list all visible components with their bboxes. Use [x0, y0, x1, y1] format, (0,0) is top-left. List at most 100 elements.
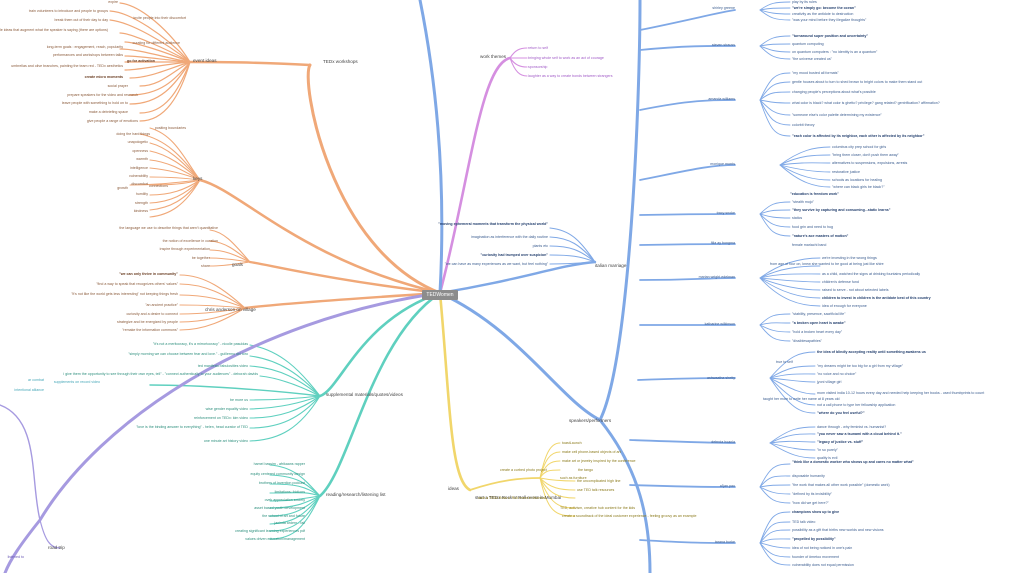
- mindmap-leaf[interactable]: start a TEDx Rock n' Roll event in Mumba…: [478, 496, 546, 500]
- speaker-note[interactable]: "where do you feel useful?": [817, 411, 865, 415]
- mindmap-leaf[interactable]: strategize and be energized by people: [117, 320, 178, 324]
- mindmap-leaf[interactable]: vulnerability: [129, 174, 148, 178]
- speaker-note[interactable]: "you never saw a tsunami with a cloud be…: [817, 432, 902, 436]
- speaker-note[interactable]: "was your mind before they illegalize th…: [792, 18, 867, 22]
- branch-road-trip[interactable]: road trip: [48, 545, 65, 550]
- mindmap-leaf[interactable]: be more us: [230, 398, 248, 402]
- speaker-note[interactable]: "where can black girls be black?": [832, 185, 885, 189]
- mindmap-leaf[interactable]: create a soundtrack of the ideal custome…: [562, 514, 697, 518]
- branch-supplemental[interactable]: supplemental materials/quotes/videos: [326, 392, 403, 397]
- mindmap-leaf[interactable]: fiila ay bongma: [710, 241, 735, 245]
- speaker-note[interactable]: "someone else's color palette determinin…: [792, 113, 882, 117]
- mindmap-leaf[interactable]: expire: [108, 0, 118, 4]
- mindmap-leaf[interactable]: connections: [148, 184, 168, 188]
- speaker-note[interactable]: "my mood busted all formats": [792, 71, 839, 75]
- mindmap-leaf[interactable]: invite people into their discomfort: [133, 16, 186, 20]
- speaker-note[interactable]: dance through - why feminist vs. humanis…: [817, 425, 887, 429]
- branch-speakers[interactable]: speakers/performers: [569, 418, 612, 423]
- mindmap-leaf[interactable]: curiosity and a desire to connect: [126, 312, 178, 316]
- mindmap-leaf[interactable]: supplements on record video: [53, 380, 100, 384]
- mindmap-leaf[interactable]: tarana burke: [714, 540, 735, 544]
- mindmap-leaf[interactable]: openness: [132, 149, 148, 153]
- mindmap-leaf[interactable]: umbrellas and olive branches, painting t…: [11, 64, 123, 68]
- mindmap-leaf[interactable]: wise gender equality video: [205, 407, 248, 411]
- branch-start-teds[interactable]: start a TEDx Rock n' Roll event in Mumba…: [475, 495, 562, 500]
- mindmap-leaf[interactable]: ashwaatha shetty: [707, 376, 735, 380]
- mindmap-leaf[interactable]: growth: [117, 186, 128, 190]
- speaker-note[interactable]: mom visited india 10-12 hours every day …: [817, 391, 985, 395]
- speaker-note[interactable]: gentle houses about to turn to shed brow…: [792, 80, 923, 84]
- mindmap-leaf[interactable]: discomfort: [131, 182, 148, 186]
- mindmap-leaf[interactable]: sponsorship: [528, 65, 548, 69]
- mindmap-leaf[interactable]: asset based youth development: [254, 506, 305, 510]
- mindmap-leaf[interactable]: ar combat: [28, 378, 44, 382]
- mindmap-leaf[interactable]: "moving ephemeral moments that transform…: [438, 222, 548, 226]
- speaker-note[interactable]: champions show up to give: [792, 510, 840, 514]
- speaker-note[interactable]: "think like a domestic worker who shows …: [792, 460, 914, 464]
- speaker-note[interactable]: creativity as the antidote to destructio…: [792, 12, 854, 16]
- speaker-note[interactable]: possibility as a gift that births new wo…: [792, 528, 884, 532]
- speaker-note[interactable]: jyoni village girl: [817, 380, 842, 384]
- speaker-note[interactable]: "they survive by capturing and consuming…: [792, 208, 891, 212]
- mindmap-leaf[interactable]: monique morris: [710, 162, 735, 166]
- mindmap-leaf[interactable]: create a curbed photo project: [500, 468, 547, 472]
- mindmap-leaf[interactable]: social prayer: [107, 84, 128, 88]
- mindmap-leaf[interactable]: brothers of invention podcast: [258, 481, 305, 485]
- mindmap-leaf[interactable]: kindness: [133, 209, 148, 213]
- speaker-note[interactable]: from age of four on, knew she wanted to …: [770, 262, 884, 266]
- speaker-note[interactable]: play by its rules: [792, 0, 817, 4]
- mindmap-leaf[interactable]: ovek appreciation society: [264, 498, 305, 502]
- mindmap-leaf[interactable]: the tango: [578, 468, 593, 472]
- mindmap-leaf[interactable]: "an ancient practice": [145, 303, 178, 307]
- mindmap-leaf[interactable]: the uncomplicated high line: [577, 479, 621, 483]
- mindmap-leaf[interactable]: share: [201, 264, 210, 268]
- speaker-note[interactable]: taught her mom to write her name at 8 ye…: [763, 397, 840, 401]
- mindmap-leaf[interactable]: humility: [135, 192, 148, 196]
- mindmap-leaf[interactable]: warmth: [136, 157, 148, 161]
- speaker-note[interactable]: TED talk video: [792, 520, 816, 524]
- speaker-note[interactable]: "we're simply go: become the ocean": [792, 6, 856, 10]
- speaker-note[interactable]: disposable humanity: [792, 474, 825, 478]
- speaker-note[interactable]: children to invest in children is the an…: [822, 296, 931, 300]
- branch-goals[interactable]: goals: [232, 262, 243, 267]
- mindmap-leaf[interactable]: "remake the information commons": [122, 328, 178, 332]
- mindmap-leaf[interactable]: create micro moments: [84, 75, 123, 79]
- speaker-note[interactable]: "how did we get here?": [792, 501, 829, 505]
- mindmap-leaf[interactable]: performances and workshops between talks: [52, 53, 123, 57]
- mindmap-leaf[interactable]: imagination as interference with the dai…: [471, 235, 548, 239]
- mindmap-leaf[interactable]: toastLaunch: [562, 441, 582, 445]
- speaker-note[interactable]: alternatives to suspensions, expulsions,…: [832, 161, 908, 165]
- speaker-note[interactable]: true to self: [776, 360, 793, 364]
- mindmap-leaf[interactable]: "curiosity had trumped over suspicion": [480, 253, 548, 257]
- mindmap-leaf[interactable]: positing boundaries: [154, 126, 186, 130]
- mindmap-leaf[interactable]: equity centered community design: [250, 472, 305, 476]
- mindmap-leaf[interactable]: break them out of their day to day: [54, 18, 108, 22]
- speaker-note[interactable]: vulnerability does not equal permission: [792, 563, 854, 567]
- mindmap-leaf[interactable]: marian wright edelman: [698, 275, 735, 279]
- mindmap-leaf[interactable]: jacinda ardern - fail: [274, 521, 305, 525]
- mindmap-leaf[interactable]: "we can only thrive in community": [119, 272, 178, 276]
- mindmap-leaf[interactable]: plants etc: [532, 244, 548, 248]
- mindmap-leaf[interactable]: unapologetic: [127, 140, 148, 144]
- speaker-note[interactable]: idea of enough for everyone: [822, 304, 867, 308]
- mindmap-leaf[interactable]: long-term goals : engagement, reach, pop…: [46, 45, 123, 49]
- mindmap-leaf[interactable]: listened to: [7, 555, 24, 559]
- root-node[interactable]: TEDWomen: [422, 290, 458, 300]
- mindmap-leaf[interactable]: the language we use to describe things t…: [119, 226, 218, 230]
- mindmap-leaf[interactable]: limitations: frictions: [274, 490, 305, 494]
- mindmap-leaf[interactable]: make cell phone-based objects of art: [562, 450, 621, 454]
- mindmap-leaf[interactable]: use TED talk resources: [577, 488, 615, 492]
- mindmap-leaf[interactable]: train volunteers to introduce and people…: [28, 9, 108, 13]
- speaker-note[interactable]: "nature's ace masters of motion": [792, 234, 849, 238]
- mindmap-leaf[interactable]: the notion of excellence in curation: [162, 239, 218, 243]
- speaker-note[interactable]: as a child, watched the signs at drinkin…: [822, 272, 921, 276]
- branch-reading[interactable]: reading/research/listening list: [326, 492, 386, 497]
- mindmap-leaf[interactable]: one minute art history video: [203, 439, 248, 443]
- mindmap-leaf[interactable]: amanda williams: [708, 97, 735, 101]
- mindmap-leaf[interactable]: shirley greene: [712, 6, 735, 10]
- mindmap-leaf[interactable]: "it's not a meritocracy, it's a mirrorto…: [152, 342, 248, 346]
- speaker-note[interactable]: "each color is affected by its neighbor,…: [792, 134, 925, 138]
- speaker-note[interactable]: restorative justice: [832, 170, 860, 174]
- mindmap-leaf[interactable]: strength: [135, 201, 148, 205]
- mindmap-leaf[interactable]: hamel bassim - afrikaans rapper: [253, 462, 305, 466]
